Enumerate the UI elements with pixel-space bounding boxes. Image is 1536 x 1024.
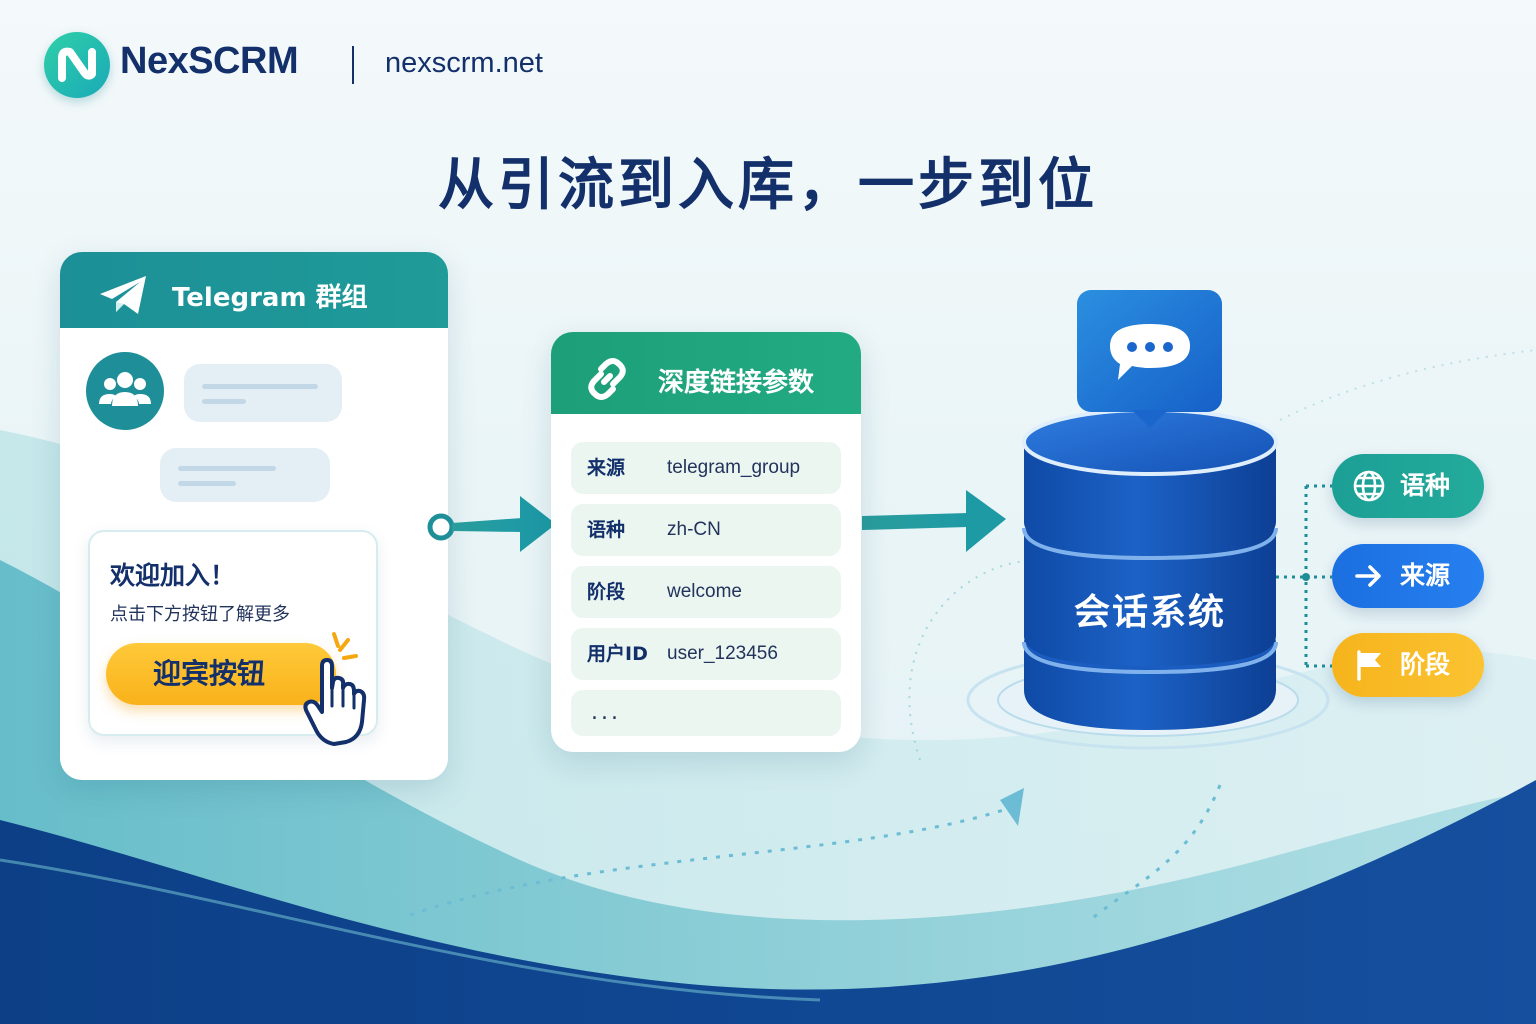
- link-icon: [588, 358, 626, 400]
- tag-source[interactable]: 来源: [1332, 544, 1484, 608]
- deep-link-card-title: 深度链接参数: [658, 368, 815, 398]
- param-value: welcome: [667, 581, 742, 602]
- tag-stage-label: 阶段: [1400, 650, 1451, 679]
- welcome-subtitle: 点击下方按钮了解更多: [110, 604, 290, 625]
- database-label: 会话系统: [1073, 592, 1226, 633]
- param-value: zh-CN: [667, 519, 721, 540]
- group-avatar: [86, 352, 164, 430]
- telegram-plane-icon: [100, 276, 146, 314]
- tag-language-label: 语种: [1400, 471, 1451, 500]
- param-row-language: 语种 zh-CN: [571, 504, 841, 556]
- param-key: 用户ID: [587, 643, 648, 665]
- globe-icon: [1353, 470, 1385, 502]
- telegram-card-title: Telegram 群组: [172, 283, 368, 313]
- arrow-right-icon: [1355, 565, 1381, 587]
- param-more: ...: [591, 700, 621, 725]
- tag-source-label: 来源: [1400, 561, 1451, 590]
- welcome-button[interactable]: 迎宾按钮: [106, 643, 336, 705]
- flag-icon: [1357, 650, 1381, 681]
- param-key: 阶段: [587, 581, 626, 603]
- brand-logo-icon: [44, 32, 110, 98]
- welcome-title: 欢迎加入！: [110, 561, 236, 590]
- param-row-source: 来源 telegram_group: [571, 442, 841, 494]
- hand-pointer-icon: [303, 632, 367, 746]
- param-key: 来源: [587, 457, 626, 479]
- tag-stage[interactable]: 阶段: [1332, 633, 1484, 697]
- brand-name: NexSCRM: [120, 40, 299, 82]
- conversation-system-database: [966, 290, 1330, 750]
- param-row-more: ...: [571, 690, 841, 736]
- users-group-icon: [99, 372, 151, 406]
- param-row-stage: 阶段 welcome: [571, 566, 841, 618]
- param-key: 语种: [587, 519, 626, 541]
- param-value: telegram_group: [667, 457, 801, 478]
- page-headline: 从引流到入库，一步到位: [438, 153, 1098, 218]
- brand-url-link[interactable]: nexscrm.net: [385, 47, 543, 79]
- tag-language[interactable]: 语种: [1332, 454, 1484, 518]
- param-row-user-id: 用户ID user_123456: [571, 628, 841, 680]
- chat-bubble-icon: [1077, 290, 1222, 428]
- header-divider: [352, 46, 354, 84]
- chat-bubble-placeholder: [160, 448, 330, 502]
- param-value: user_123456: [667, 643, 778, 664]
- chat-bubble-placeholder: [184, 364, 342, 422]
